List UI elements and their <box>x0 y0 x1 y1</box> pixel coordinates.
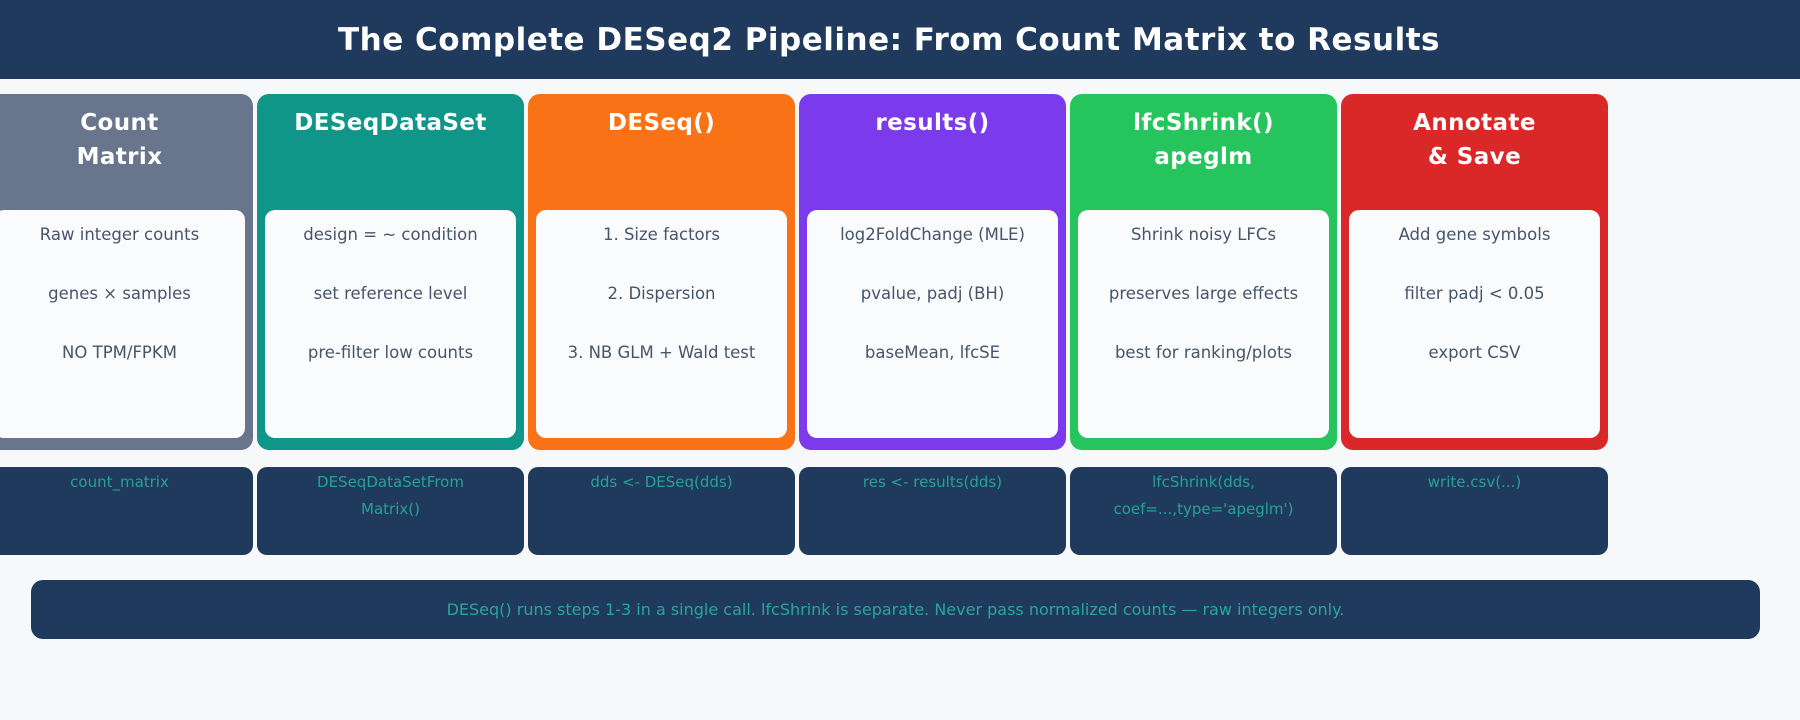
step-card-deseq: DESeq() 1. Size factors 2. Dispersion 3. NB… <box>528 94 795 450</box>
note-text: DESeq() runs steps 1-3 in a single call.… <box>446 600 1345 619</box>
code-line: write.csv(...) <box>1427 473 1522 491</box>
step-body-line: genes × samples <box>48 284 191 303</box>
step-header-line: Count <box>80 110 159 136</box>
step-header-line: DESeq() <box>607 110 716 136</box>
step-body-line: export CSV <box>1428 343 1521 362</box>
code-line: DESeqDataSetFrom <box>317 473 464 491</box>
step-body-line: Shrink noisy LFCs <box>1130 225 1277 244</box>
step-body-line: design = ~ condition <box>303 225 478 244</box>
step-header: Annotate & Save <box>1349 94 1600 210</box>
step-header-line: Matrix <box>76 144 163 170</box>
step-body-line: log2FoldChange (MLE) <box>840 225 1025 244</box>
step-card-deseqdataset: DESeqDataSet design = ~ condition set refe… <box>257 94 524 450</box>
page-title: The Complete DESeq2 Pipeline: From Count… <box>338 21 1440 58</box>
step-body-line: filter padj < 0.05 <box>1404 284 1545 303</box>
code-strip-results: res <- results(dds) <box>799 467 1066 555</box>
step-header-line: lfcShrink() <box>1133 110 1274 136</box>
step-body-line: baseMean, lfcSE <box>864 343 1001 362</box>
step-card-results: results() log2FoldChange (MLE) pvalue, pad… <box>799 94 1066 450</box>
code-line: res <- results(dds) <box>862 473 1003 491</box>
title-bar: The Complete DESeq2 Pipeline: From Count… <box>0 0 1800 79</box>
step-header-line: DESeqDataSet <box>294 110 487 136</box>
step-header-line: apeglm <box>1154 144 1253 170</box>
step-header: DESeqDataSet <box>265 94 516 210</box>
step-header-line: & Save <box>1427 144 1522 170</box>
code-line: dds <- DESeq(dds) <box>590 473 733 491</box>
step-body-line: NO TPM/FPKM <box>62 343 177 362</box>
step-body-line: preserves large effects <box>1108 284 1299 303</box>
step-body-line: set reference level <box>313 284 468 303</box>
step-body-line: 3. NB GLM + Wald test <box>567 343 756 362</box>
code-strip-annotate-save: write.csv(...) <box>1341 467 1608 555</box>
step-body: Shrink noisy LFCs preserves large effects… <box>1078 210 1329 438</box>
code-strip-lfcshrink-apeglm: lfcShrink(dds, coef=...,type='apeglm') <box>1070 467 1337 555</box>
step-body-line: Add gene symbols <box>1398 225 1551 244</box>
code-line: coef=...,type='apeglm') <box>1113 500 1294 518</box>
step-body-line: best for ranking/plots <box>1114 343 1293 362</box>
note-banner: DESeq() runs steps 1-3 in a single call.… <box>31 580 1760 639</box>
step-header: lfcShrink() apeglm <box>1078 94 1329 210</box>
step-header-line: Annotate <box>1413 110 1536 136</box>
step-body-line: 1. Size factors <box>602 225 721 244</box>
step-body-line: Raw integer counts <box>39 225 200 244</box>
step-body: Raw integer counts genes × samples NO TPM/… <box>0 210 245 438</box>
step-body: Add gene symbols filter padj < 0.05 export… <box>1349 210 1600 438</box>
step-header: results() <box>807 94 1058 210</box>
code-line: lfcShrink(dds, <box>1152 473 1255 491</box>
step-body: log2FoldChange (MLE) pvalue, padj (BH) bas… <box>807 210 1058 438</box>
code-line: count_matrix <box>70 473 169 491</box>
step-body-line: 2. Dispersion <box>607 284 716 303</box>
code-strip-count-matrix: count_matrix <box>0 467 253 555</box>
step-header: DESeq() <box>536 94 787 210</box>
step-body-line: pre-filter low counts <box>307 343 474 362</box>
step-body-line: pvalue, padj (BH) <box>860 284 1005 303</box>
code-strip-deseq: dds <- DESeq(dds) <box>528 467 795 555</box>
step-body: design = ~ condition set reference level p… <box>265 210 516 438</box>
step-body: 1. Size factors 2. Dispersion 3. NB GLM + … <box>536 210 787 438</box>
step-header-line: results() <box>875 110 990 136</box>
code-line: Matrix() <box>361 500 420 518</box>
